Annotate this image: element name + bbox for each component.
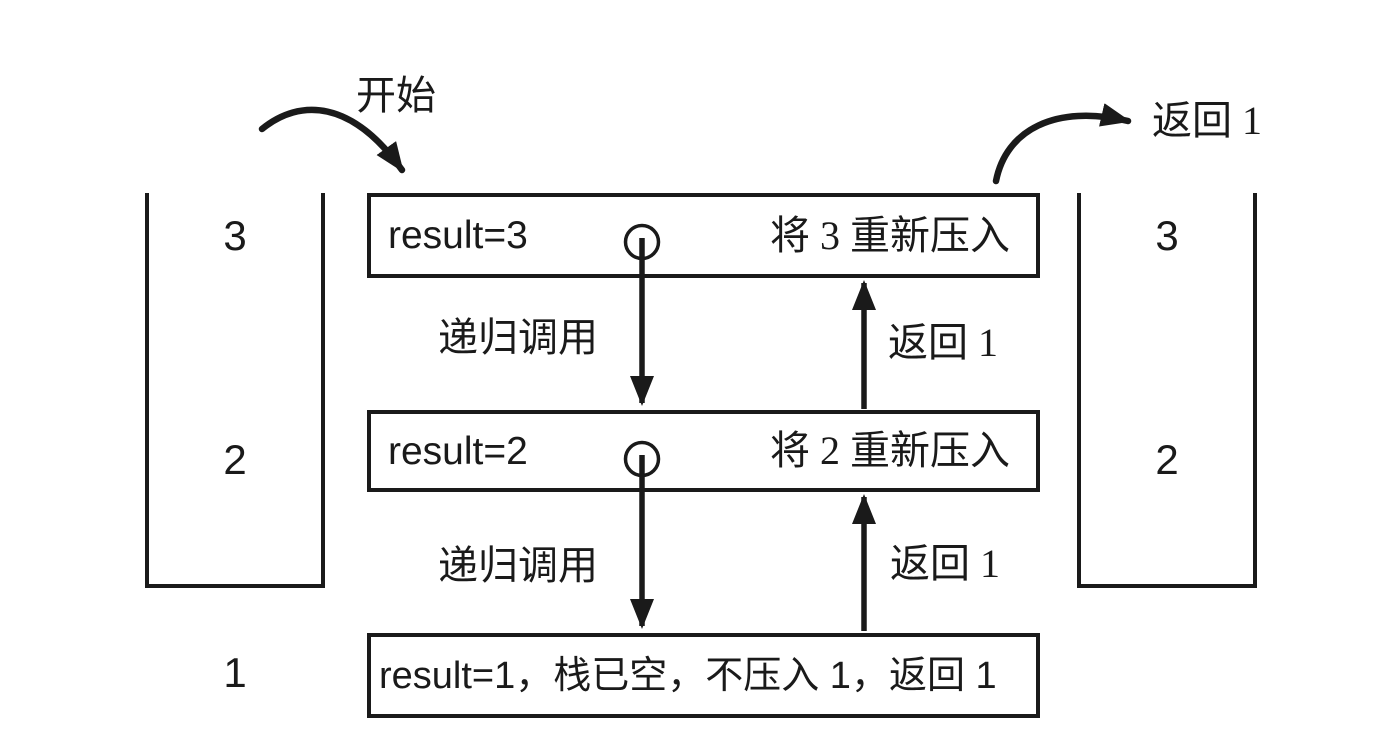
frame-base-case-text: result=1，栈已空，不压入 1，返回 1 (379, 654, 997, 697)
popped-item: 1 (223, 649, 247, 696)
return-label-1: 返回 1 (888, 320, 998, 365)
return-final-arrow (992, 103, 1132, 185)
frame-result-2: result=2 将 2 重新压入 (367, 410, 1040, 492)
start-label: 开始 (356, 73, 436, 118)
return-label-2: 返回 1 (890, 541, 1000, 586)
stack-item: 2 (1155, 436, 1179, 483)
stack-item: 2 (223, 436, 247, 483)
frame-action-text: 将 3 重新压入 (770, 212, 1010, 258)
recursive-call-label-2: 递归调用 (438, 543, 598, 588)
start-arrow (258, 106, 406, 174)
stack-item: 3 (223, 212, 247, 259)
frame-action-text: 将 2 重新压入 (770, 428, 1010, 473)
frame-result-3: result=3 将 3 重新压入 (367, 193, 1040, 278)
stack-after: 3 2 (1077, 193, 1257, 588)
return-final-label: 返回 1 (1152, 98, 1262, 143)
frame-result-text: result=3 (388, 214, 528, 257)
frame-base-case: result=1，栈已空，不压入 1，返回 1 (367, 633, 1040, 718)
recursive-call-label-1: 递归调用 (438, 315, 598, 360)
stack-before: 3 2 (145, 193, 325, 588)
frame-result-text: result=2 (388, 429, 528, 473)
stack-item: 3 (1155, 212, 1179, 259)
